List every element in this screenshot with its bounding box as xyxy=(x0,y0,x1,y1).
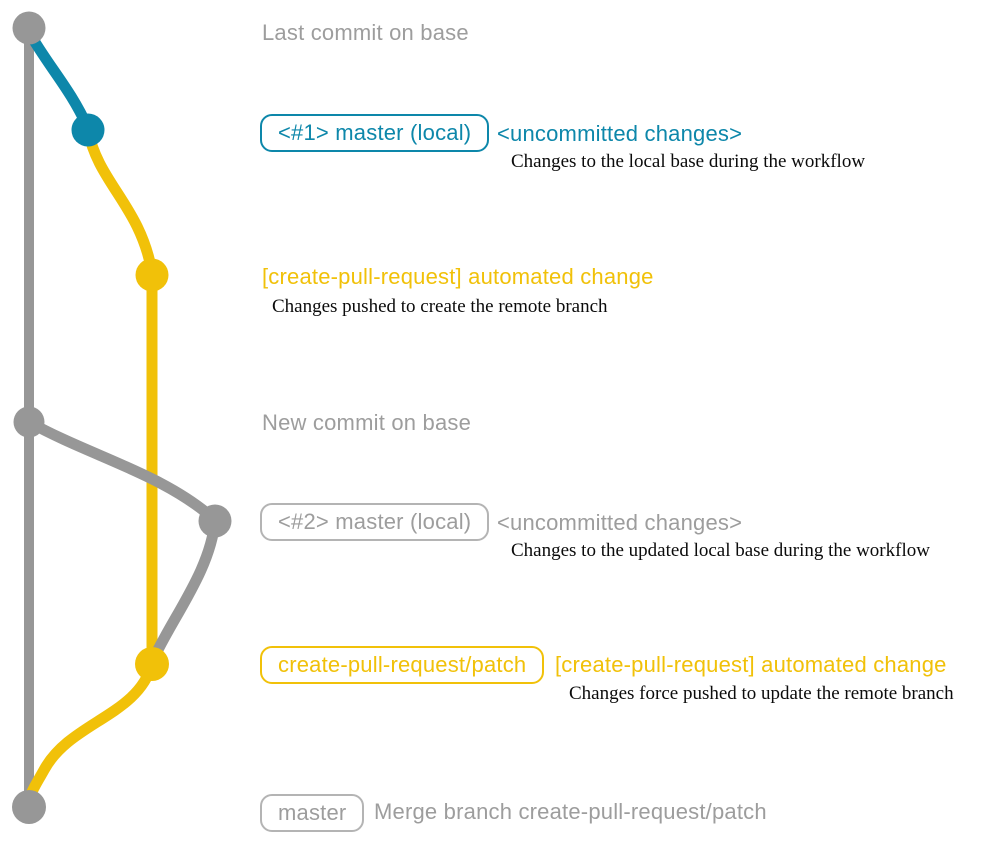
commit-dot-merge xyxy=(12,790,46,824)
detail-changes-force-pushed: Changes force pushed to update the remot… xyxy=(569,683,954,704)
commit-dot-uncommitted-1 xyxy=(71,113,105,147)
commit-dot-automated-1 xyxy=(135,258,169,292)
detail-updated-local-base-changes: Changes to the updated local base during… xyxy=(511,540,930,561)
heading-automated-change-2: [create-pull-request] automated change xyxy=(555,652,947,677)
heading-automated-change-1: [create-pull-request] automated change xyxy=(262,264,654,289)
commit-dot-last-base xyxy=(12,11,46,45)
note-merge-branch: Merge branch create-pull-request/patch xyxy=(374,799,767,824)
branch-label-master-local-2: <#2> master (local) xyxy=(260,503,490,541)
heading-uncommitted-changes-1: <uncommitted changes> xyxy=(497,121,743,146)
patch-branch-line xyxy=(23,124,158,812)
branch-label-master-local-1: <#1> master (local) xyxy=(260,114,490,152)
note-new-commit-on-base: New commit on base xyxy=(262,410,472,435)
commit-dot-automated-2 xyxy=(135,647,169,681)
uncommitted-branch-line xyxy=(23,26,94,134)
detail-local-base-changes: Changes to the local base during the wor… xyxy=(511,151,866,172)
detail-changes-pushed: Changes pushed to create the remote bran… xyxy=(272,296,608,317)
commit-dot-new-base xyxy=(13,406,45,438)
heading-uncommitted-changes-2: <uncommitted changes> xyxy=(497,510,743,535)
branch-label-master: master xyxy=(260,794,365,832)
commit-dot-uncommitted-2 xyxy=(198,504,232,538)
note-last-commit-on-base: Last commit on base xyxy=(262,20,469,45)
updated-base-branch-line xyxy=(23,416,221,666)
branch-label-patch: create-pull-request/patch xyxy=(260,646,545,684)
